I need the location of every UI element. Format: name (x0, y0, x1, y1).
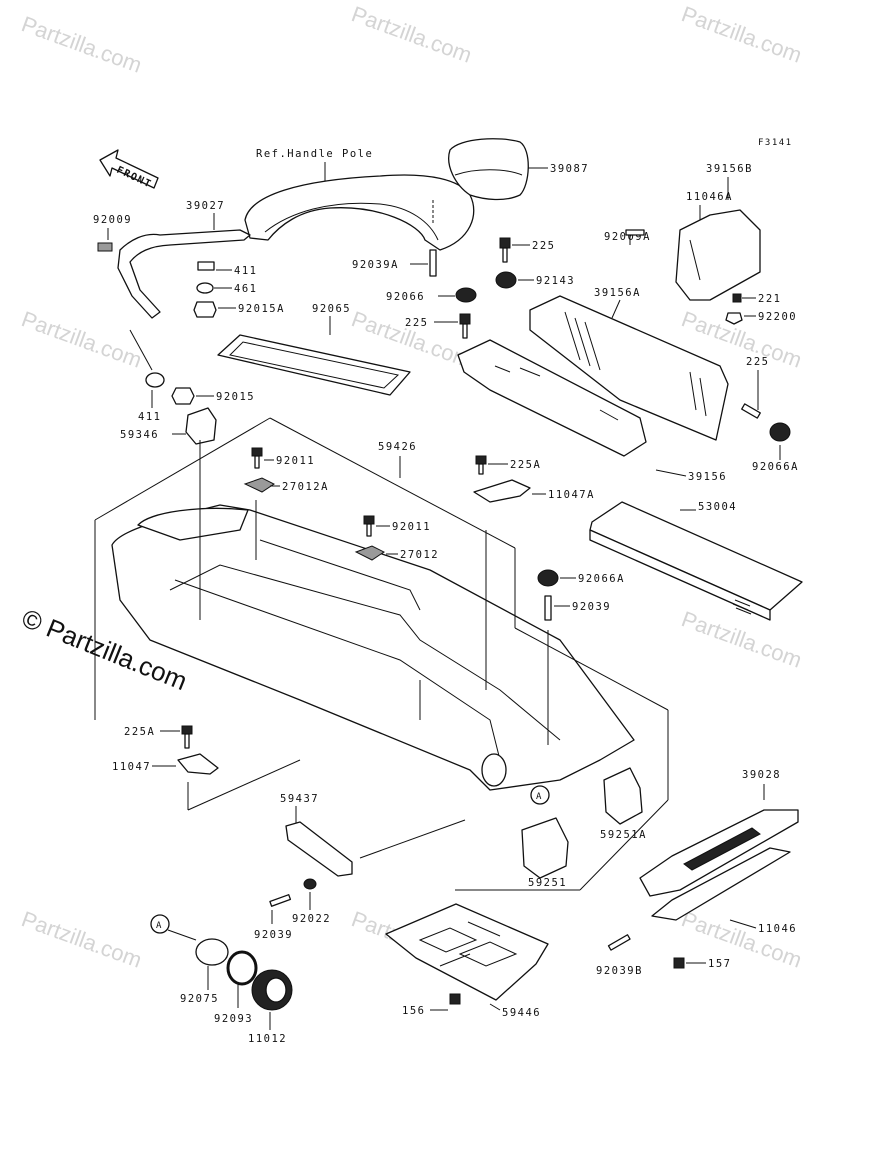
drain-plug-group: A 92075 92093 11012 (150, 914, 293, 1045)
part-label: 92066 (386, 291, 425, 303)
part-label: 92009 (93, 214, 132, 226)
bracket-39156: 39156 (457, 339, 727, 483)
watermark: Partzilla.com (348, 1, 475, 68)
handle-bar-group: 39027 92009 411 461 92015A 411 92015 (93, 200, 285, 423)
watermark: Partzilla.com (18, 906, 145, 973)
watermark: Partzilla.com (18, 11, 145, 78)
part-label: 92075 (180, 993, 219, 1005)
part-label: 461 (234, 283, 257, 295)
diagram-code: F3141 (758, 138, 793, 148)
part-label: 225 (405, 317, 428, 329)
part-label: 39156B (706, 163, 753, 175)
part-label: 92066A (578, 573, 625, 585)
lower-left-bracket: 225A 11047 (112, 725, 219, 775)
callout-marker: A (156, 921, 163, 931)
part-label: 156 (402, 1005, 425, 1017)
part-label: 92039 (572, 601, 611, 613)
part-label: 92065 (312, 303, 351, 315)
part-label: 53004 (698, 501, 737, 513)
part-label: 59446 (502, 1007, 541, 1019)
part-label: 59437 (280, 793, 319, 805)
cover-39028-group: 39028 11046 92039B 157 (596, 769, 799, 977)
part-label: 92200 (758, 311, 797, 323)
part-label: 92011 (392, 521, 431, 533)
part-label: 39156 (688, 471, 727, 483)
mat-53004: 53004 (589, 501, 803, 621)
part-label: 225A (510, 459, 541, 471)
part-label: 157 (708, 958, 731, 970)
hull-hardware: 92011 27012A 225A 11047A 92011 27012 (243, 447, 595, 561)
part-label: 27012A (282, 481, 329, 493)
cover-39156A: 39156A 225 92066A (529, 287, 799, 473)
part-label: 39156A (594, 287, 641, 299)
part-label: 59426 (378, 441, 417, 453)
part-label: 92039B (596, 965, 643, 977)
part-label: 59251 (528, 877, 567, 889)
grate-59446: 156 59446 (385, 903, 549, 1019)
part-label: 92015 (216, 391, 255, 403)
part-label: 92015A (238, 303, 285, 315)
part-label: 11012 (248, 1033, 287, 1045)
part-label: 11046A (686, 191, 733, 203)
watermark: Partzilla.com (678, 606, 805, 673)
part-label: 92066A (752, 461, 799, 473)
part-label: 11047 (112, 761, 151, 773)
part-label: 411 (234, 265, 257, 277)
block-59346: 59346 (120, 407, 217, 445)
watermark: Partzilla.com (678, 1, 805, 68)
ref-handle-pole-label: Ref.Handle Pole (256, 148, 373, 160)
part-label: 221 (758, 293, 781, 305)
lower-fasteners: 92039 92022 (254, 878, 331, 941)
gasket-92065: 92065 (217, 303, 411, 396)
part-label: 59251A (600, 829, 647, 841)
right-top-bracket-group: 39156B 11046A 92009A 221 92200 (604, 163, 797, 325)
hull-leader-lines (94, 417, 669, 891)
part-label: 92143 (536, 275, 575, 287)
part-label: 92039A (352, 259, 399, 271)
handle-pole-assembly: Ref.Handle Pole 39087 (244, 138, 589, 251)
callout-marker: A (536, 792, 543, 802)
part-label: 92093 (214, 1013, 253, 1025)
part-label: 39028 (742, 769, 781, 781)
center-fasteners: 92039A 92066 225 225 92143 (352, 237, 575, 339)
wedge-59251A: 59251A (600, 767, 647, 841)
part-label: 39087 (550, 163, 589, 175)
part-label: 11046 (758, 923, 797, 935)
part-label: 59346 (120, 429, 159, 441)
part-label: 39027 (186, 200, 225, 212)
part-label: 225A (124, 726, 155, 738)
part-label: 411 (138, 411, 161, 423)
strip-59437: 59437 (280, 793, 353, 877)
part-label: 225 (746, 356, 769, 368)
watermarks: Partzilla.com Partzilla.com Partzilla.co… (18, 1, 805, 973)
watermark: Partzilla.com (18, 306, 145, 373)
part-label: 225 (532, 240, 555, 252)
hull: 59426 A (111, 440, 635, 805)
part-label: 92039 (254, 929, 293, 941)
part-label: 92011 (276, 455, 315, 467)
part-label: 27012 (400, 549, 439, 561)
wedge-59251: 59251 (521, 817, 569, 889)
part-label: 92022 (292, 913, 331, 925)
part-label: 11047A (548, 489, 595, 501)
stopper-group: 92066A 92039 (537, 569, 625, 621)
front-arrow: FRONT (99, 149, 159, 191)
